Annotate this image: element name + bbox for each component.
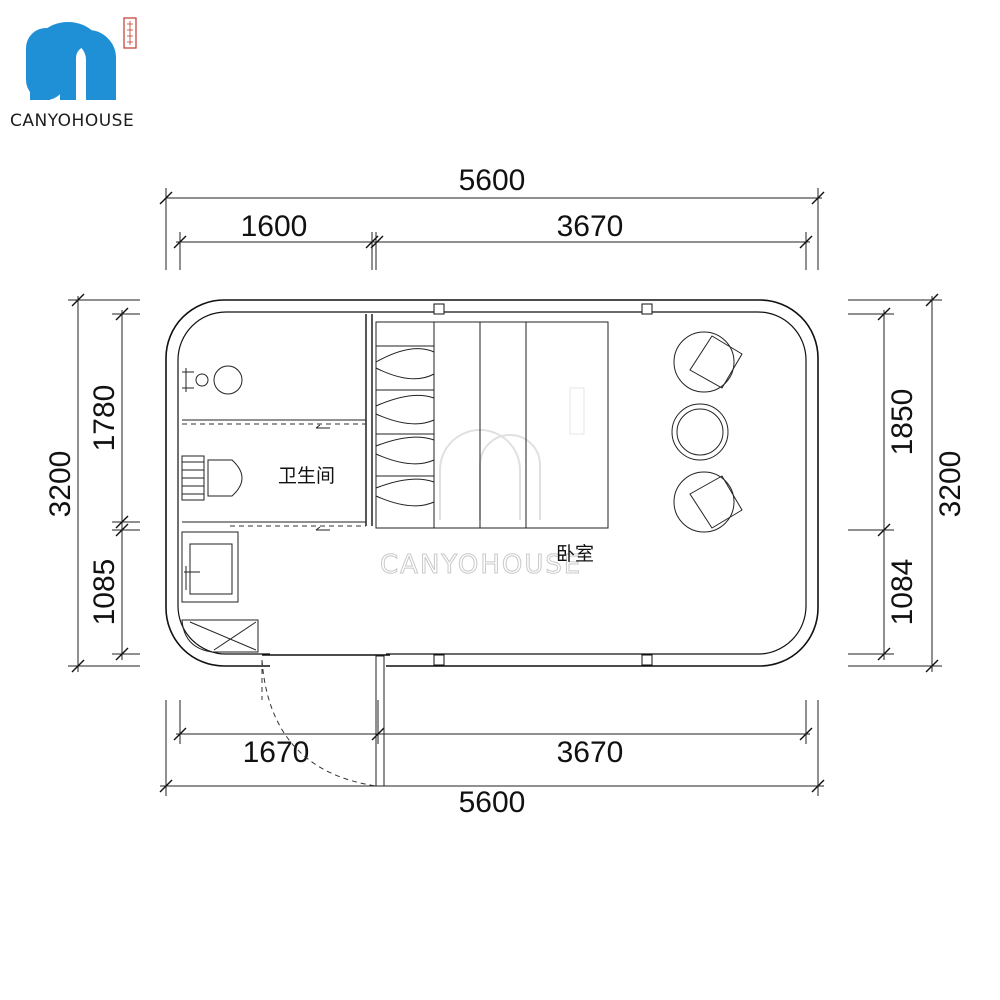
toilet <box>181 455 243 501</box>
chair-top <box>673 331 743 393</box>
dim-bottom-left: 1670 <box>243 736 310 769</box>
top-dimensions <box>159 188 825 270</box>
shower-tray <box>181 619 259 653</box>
dim-left-total: 3200 <box>44 451 77 518</box>
dim-left-upper: 1780 <box>88 385 121 452</box>
dim-top-total: 5600 <box>459 164 526 197</box>
left-dimensions <box>68 293 140 673</box>
dim-bottom-right: 3670 <box>557 736 624 769</box>
washbasin <box>182 365 243 395</box>
seal-stamp-icon <box>123 17 137 49</box>
watermark-text: CANYOHOUSE <box>380 550 582 580</box>
dim-top-right: 3670 <box>557 210 624 243</box>
round-table <box>671 403 729 461</box>
brand-name: CANYOHOUSE <box>10 111 134 131</box>
watermark-logo <box>439 387 585 520</box>
brand-logo <box>26 17 137 100</box>
bed <box>375 321 609 529</box>
sink-cabinet <box>181 531 239 603</box>
room-label-bathroom: 卫生间 <box>278 465 335 487</box>
dim-right-lower: 1084 <box>886 559 919 626</box>
room-label-bedroom: 卧室 <box>556 543 594 565</box>
bottom-dimensions <box>159 700 825 796</box>
chair-bottom <box>673 471 743 533</box>
dim-left-lower: 1085 <box>88 559 121 626</box>
dim-bottom-total: 5600 <box>459 786 526 819</box>
entrance-door <box>261 655 385 787</box>
house-outline <box>165 299 819 672</box>
dim-right-upper: 1850 <box>886 389 919 456</box>
interior-walls <box>182 314 373 531</box>
dim-right-total: 3200 <box>934 451 967 518</box>
right-dimensions <box>848 293 942 673</box>
dim-top-left: 1600 <box>241 210 308 243</box>
